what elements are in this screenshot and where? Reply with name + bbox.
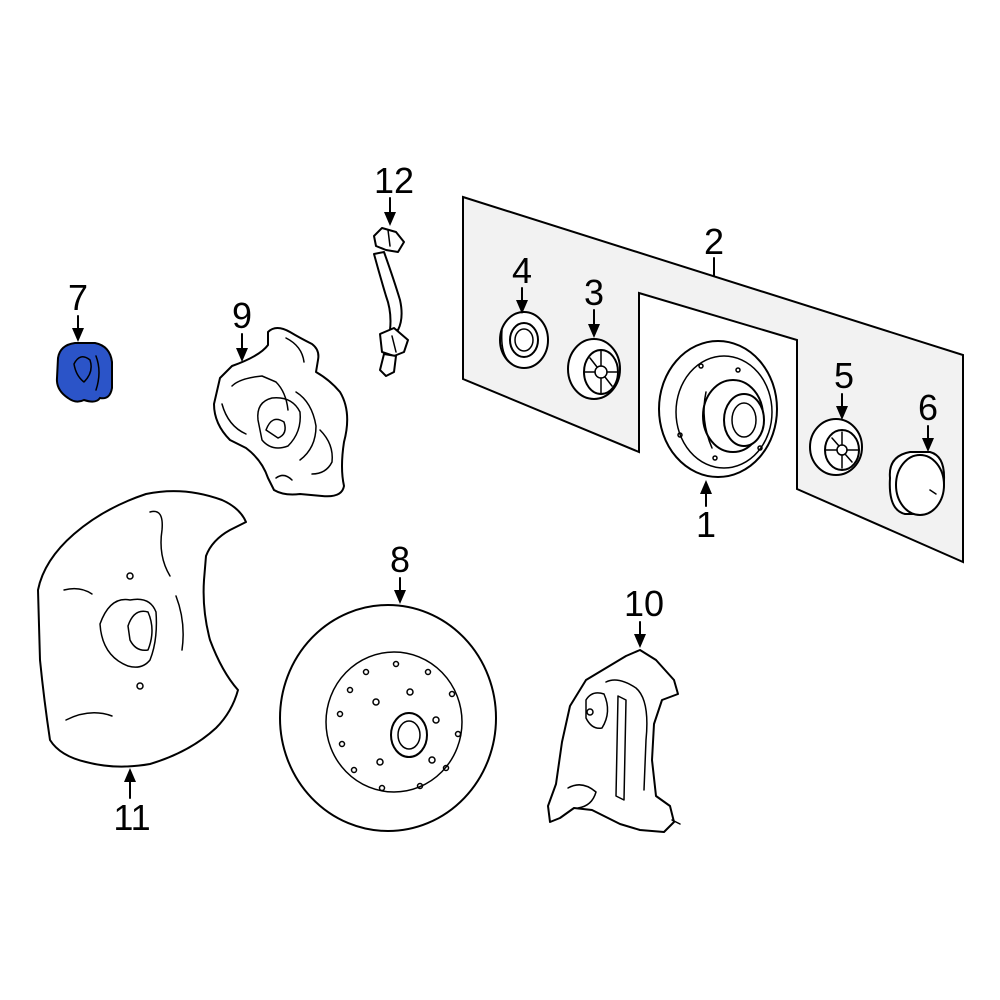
part-10-caliper-bracket[interactable] <box>547 649 681 833</box>
part-6-cap[interactable] <box>888 451 946 516</box>
callout-7[interactable]: 7 <box>68 277 88 318</box>
part-11-splash-shield[interactable] <box>37 490 247 768</box>
part-4-bearing[interactable] <box>499 311 549 369</box>
callout-4[interactable]: 4 <box>512 250 532 291</box>
callout-9[interactable]: 9 <box>232 295 252 336</box>
callout-3[interactable]: 3 <box>584 272 604 313</box>
part-8-rotor[interactable] <box>279 604 497 832</box>
part-5-bearing[interactable] <box>809 418 863 476</box>
callout-12[interactable]: 12 <box>374 160 414 201</box>
callout-8[interactable]: 8 <box>390 539 410 580</box>
leader-lines <box>72 197 934 799</box>
callout-6[interactable]: 6 <box>918 387 938 428</box>
part-1-hub[interactable] <box>658 340 778 478</box>
callout-10[interactable]: 10 <box>624 583 664 624</box>
callout-2[interactable]: 2 <box>704 221 724 262</box>
callout-labels: 12 2 4 3 7 9 5 6 1 8 10 11 <box>68 160 938 838</box>
callout-5[interactable]: 5 <box>834 355 854 396</box>
callout-1[interactable]: 1 <box>696 504 716 545</box>
part-3-bearing[interactable] <box>567 338 621 400</box>
part-9-caliper[interactable] <box>213 327 349 498</box>
part-12-brake-hose[interactable] <box>373 227 409 377</box>
part-7-bushing[interactable] <box>55 342 113 403</box>
callout-11[interactable]: 11 <box>113 797 150 838</box>
